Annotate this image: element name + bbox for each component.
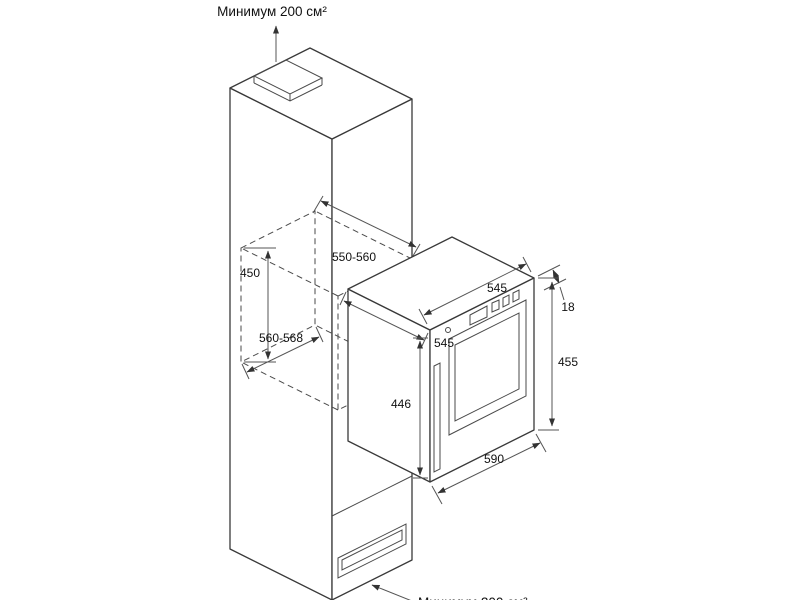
dim-line-niche-depth [320, 200, 417, 248]
dim-line-width [437, 442, 541, 494]
bottom-vent-grille [337, 523, 407, 579]
niche-dimensions: 450 550-560 560-568 [240, 195, 421, 380]
top-vent-cutout [252, 59, 324, 102]
microwave-latch-dot [445, 327, 451, 333]
dim-label-depth-side: 545 [434, 336, 454, 350]
dim-label-niche-depth: 550-560 [332, 250, 376, 264]
dim-label-niche-height: 450 [240, 266, 260, 280]
dim-label-niche-width: 560-568 [259, 331, 303, 345]
top-vent-label: Минимум 200 см² [217, 4, 327, 19]
dim-label-door-offset: 18 [561, 300, 575, 314]
niche-back-face [240, 210, 316, 363]
microwave-dimensions: 545 545 18 455 446 590 [339, 256, 578, 505]
dim-label-body-height: 446 [391, 397, 411, 411]
dim-line-depth-side [343, 300, 425, 341]
microwave-door-glass [454, 312, 520, 422]
bottom-vent-label: Минимум 200 см² [418, 595, 528, 600]
dim-label-width: 590 [484, 452, 504, 466]
dim-line-niche-width [246, 336, 320, 373]
cabinet-plinth-divider [331, 475, 413, 517]
bottom-vent-annotation: Минимум 200 см² [371, 584, 528, 600]
dim-label-depth-top: 545 [487, 281, 507, 295]
dim-label-height: 455 [558, 355, 578, 369]
top-vent-annotation: Минимум 200 см² [217, 4, 327, 62]
dim-line-depth-top [423, 263, 527, 316]
bottom-vent-arrow [371, 584, 411, 600]
dim-line-door-offset [552, 269, 560, 284]
